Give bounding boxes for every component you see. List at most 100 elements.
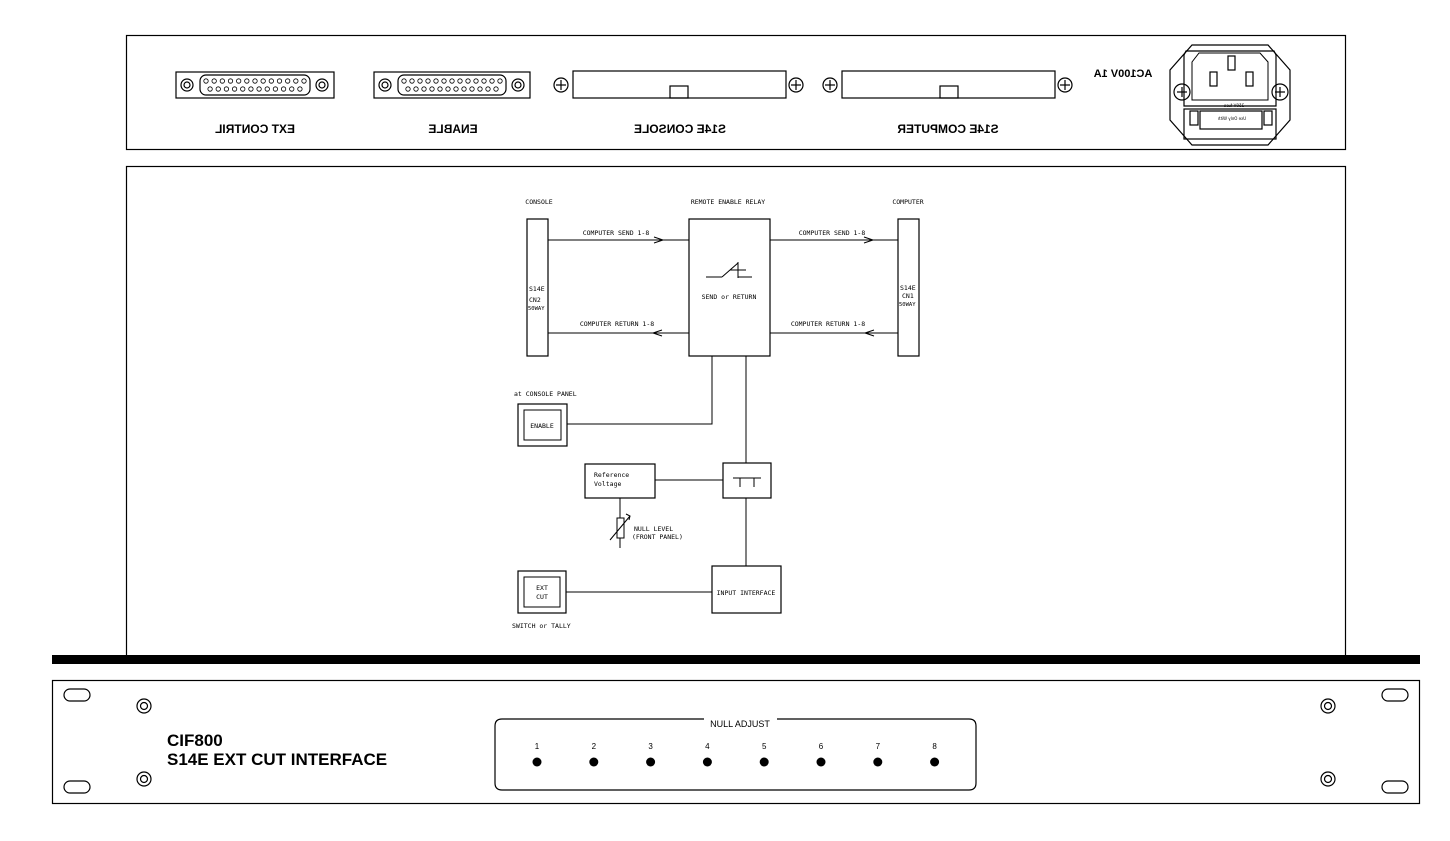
pin [497, 78, 503, 84]
pin [256, 86, 262, 92]
null-level-potentiometer [609, 498, 631, 548]
pin [477, 86, 483, 92]
input-interface-label: INPUT INTERFACE [717, 589, 776, 597]
null-channel-label: 3 [648, 742, 653, 751]
console-title: CONSOLE [525, 198, 552, 206]
pin [223, 86, 230, 92]
pin [481, 78, 487, 84]
svg-text:COMPUTER SEND 1-8: COMPUTER SEND 1-8 [583, 229, 650, 237]
enable-connector [373, 71, 531, 99]
pin [409, 78, 415, 84]
pin [236, 78, 242, 84]
rack-slot-left-top [63, 688, 91, 702]
s14e-console-label: S14E CONSOLE [634, 122, 726, 136]
relay-label: SEND or RETURN [702, 293, 757, 301]
pin [219, 78, 225, 84]
svg-text:(FRONT PANEL): (FRONT PANEL) [632, 533, 683, 541]
rack-slot-left-bottom [63, 780, 91, 794]
pin [453, 86, 459, 92]
svg-text:S14E: S14E [529, 285, 545, 293]
power-inlet: Use Only With 250V fuse [1169, 44, 1291, 146]
pin [413, 86, 419, 92]
pin [445, 86, 451, 92]
s14e-computer-label: S14E COMPUTER [897, 122, 999, 136]
pin [405, 86, 411, 92]
computer-connector-block [897, 218, 920, 357]
pin [272, 86, 279, 92]
null-trimmer-7[interactable] [873, 757, 883, 767]
s14e-console-connector [553, 70, 804, 99]
pin [449, 78, 455, 84]
relay-switch-symbol [706, 262, 752, 278]
fuse-rating: 250V fuse [1223, 103, 1244, 108]
svg-text:50WAY: 50WAY [528, 306, 545, 312]
pin [441, 78, 447, 84]
model-name: CIF800 [167, 731, 223, 750]
rack-slot-right-bottom [1381, 780, 1409, 794]
pin [493, 86, 499, 92]
null-trimmer-3[interactable] [646, 757, 656, 767]
null-channel-label: 7 [876, 742, 881, 751]
rack-slot-right-top [1381, 688, 1409, 702]
computer-title: COMPUTER [892, 198, 923, 206]
pin [203, 78, 209, 84]
null-channel-label: 4 [705, 742, 710, 751]
pin [240, 86, 246, 92]
enable-button-label: ENABLE [530, 422, 554, 430]
null-trimmer-1[interactable] [532, 757, 542, 767]
svg-text:S14E: S14E [900, 284, 916, 292]
pin [297, 86, 303, 92]
pin [417, 78, 423, 84]
null-channel-label: 2 [592, 742, 597, 751]
svg-text:EXT: EXT [536, 584, 548, 592]
relay-title: REMOTE ENABLE RELAY [691, 198, 765, 206]
switch-caption: SWITCH or TALLY [512, 622, 571, 630]
pin [276, 78, 283, 84]
model-description: S14E EXT CUT INTERFACE [167, 750, 387, 769]
null-channel-label: 8 [932, 742, 937, 751]
enable-label: ENABLE [428, 122, 477, 136]
null-adjust-title: NULL ADJUST [710, 719, 770, 729]
pin [489, 78, 495, 84]
svg-text:50WAY: 50WAY [899, 302, 916, 308]
enable-button-symbol [517, 403, 568, 447]
console-panel-caption: at CONSOLE PANEL [514, 390, 577, 398]
pin [429, 86, 435, 92]
pin [211, 78, 217, 84]
svg-text:CN2: CN2 [529, 296, 541, 304]
pin [248, 86, 254, 92]
pin [227, 78, 234, 84]
null-trimmer-2[interactable] [589, 757, 599, 767]
null-trimmer-8[interactable] [930, 757, 940, 767]
svg-text:CUT: CUT [536, 593, 548, 601]
svg-text:Voltage: Voltage [594, 480, 621, 488]
svg-text:CN1: CN1 [902, 292, 914, 300]
power-rating-label: AC100V 1A [1094, 68, 1153, 80]
rear-panel: EXT CONTRIL ENABLE S14E CONSOLE S14E COM… [125, 34, 1347, 151]
pin [280, 86, 287, 92]
panel-screws [136, 698, 1336, 787]
pin [485, 86, 491, 92]
ext-control-label: EXT CONTRIL [215, 122, 295, 136]
block-diagram: CONSOLE REMOTE ENABLE RELAY COMPUTER S14… [125, 165, 1347, 658]
null-trimmer-5[interactable] [759, 757, 769, 767]
pin [465, 78, 471, 84]
svg-text:COMPUTER RETURN 1-8: COMPUTER RETURN 1-8 [580, 320, 654, 328]
pin [207, 86, 213, 92]
fuse-text: Use Only With [1217, 116, 1246, 121]
pin [401, 78, 407, 84]
s14e-computer-connector [822, 70, 1073, 99]
null-trimmer-6[interactable] [816, 757, 826, 767]
pin [285, 78, 291, 84]
front-panel: CIF800 S14E EXT CUT INTERFACE NULL ADJUS… [51, 679, 1421, 805]
pin [260, 78, 266, 84]
pin [433, 78, 439, 84]
remote-enable-relay-block [688, 218, 771, 357]
pin [215, 86, 221, 92]
null-channel-label: 1 [535, 742, 540, 751]
pin [425, 78, 431, 84]
null-trimmer-4[interactable] [702, 757, 712, 767]
null-adjust-frame [494, 718, 977, 791]
pin [457, 78, 463, 84]
